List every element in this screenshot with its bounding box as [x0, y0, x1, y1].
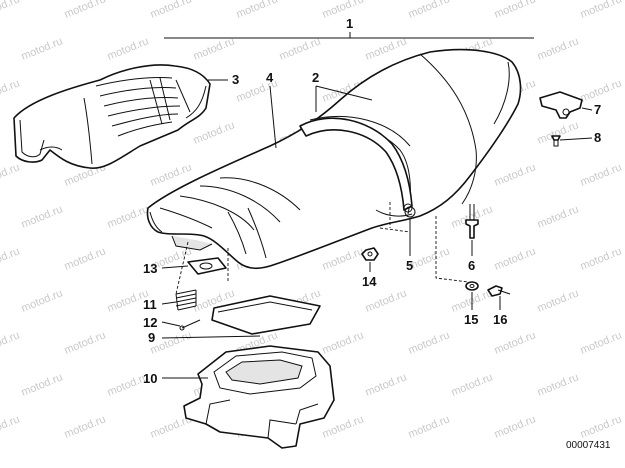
watermark-text: motod.ru	[493, 0, 538, 21]
watermark-text: motod.ru	[407, 245, 452, 272]
watermark-text: motod.ru	[536, 371, 581, 398]
watermark-text: motod.ru	[407, 413, 452, 440]
watermark-text: motod.ru	[0, 329, 21, 356]
callout-4: 4	[266, 70, 274, 85]
watermark-text: motod.ru	[0, 413, 21, 440]
watermark-text: motod.ru	[493, 329, 538, 356]
spring-part	[175, 289, 197, 311]
watermark-text: motod.ru	[235, 0, 280, 21]
watermark-text: motod.ru	[20, 287, 65, 314]
watermark-text: motod.ru	[364, 35, 409, 62]
watermark-text: motod.ru	[364, 287, 409, 314]
watermark-text: motod.ru	[579, 161, 624, 188]
seat-strap-part	[299, 117, 413, 213]
watermark-text: motod.ru	[364, 371, 409, 398]
callout-6: 6	[468, 258, 475, 273]
watermark-text: motod.ru	[579, 245, 624, 272]
watermark-text: motod.ru	[321, 245, 366, 272]
callout-5: 5	[406, 258, 413, 273]
watermark-text: motod.ru	[536, 203, 581, 230]
nut-14-part	[361, 247, 379, 261]
watermark-text: motod.ru	[63, 0, 108, 21]
watermark-text: motod.ru	[321, 329, 366, 356]
watermark-text: motod.ru	[20, 35, 65, 62]
watermark-text: motod.ru	[192, 119, 237, 146]
watermark-text: motod.ru	[579, 329, 624, 356]
seat-assembly-part	[146, 48, 522, 270]
hinge-part	[404, 206, 416, 218]
bracket-part	[539, 91, 583, 119]
storage-tray-part	[183, 345, 335, 449]
bolt-16-part	[487, 285, 511, 297]
pin-part	[179, 319, 201, 331]
watermark-text: motod.ru	[106, 35, 151, 62]
callout-11: 11	[143, 297, 157, 312]
seat-cover-part	[13, 64, 211, 169]
watermark-text: motod.ru	[536, 35, 581, 62]
watermark-text: motod.ru	[149, 329, 194, 356]
screw-8-part	[551, 135, 561, 147]
watermark-text: motod.ru	[407, 0, 452, 21]
watermark-text: motod.ru	[536, 287, 581, 314]
watermark-text: motod.ru	[63, 329, 108, 356]
watermark-text: motod.ru	[149, 0, 194, 21]
watermark-text: motod.ru	[0, 0, 21, 21]
watermark-text: motod.ru	[20, 203, 65, 230]
watermark-text: motod.ru	[321, 413, 366, 440]
callout-12: 12	[143, 315, 157, 330]
leader-lines	[161, 32, 593, 379]
watermark-text: motod.ru	[450, 371, 495, 398]
callout-1: 1	[346, 16, 353, 31]
watermark-text: motod.ru	[63, 413, 108, 440]
watermark-text: motod.ru	[579, 77, 624, 104]
callout-14: 14	[362, 274, 377, 289]
plate-part	[187, 257, 227, 275]
mat-part	[211, 295, 321, 335]
watermark-text: motod.ru	[407, 329, 452, 356]
watermark-text: motod.ru	[0, 161, 21, 188]
watermark-text: motod.ru	[278, 35, 323, 62]
document-id: 00007431	[566, 440, 611, 451]
watermark-text: motod.ru	[20, 371, 65, 398]
watermark-text: motod.ru	[493, 161, 538, 188]
watermark-text: motod.ru	[106, 203, 151, 230]
callout-16: 16	[493, 312, 507, 327]
callout-labels: 1 2 3 4 5 6 7 8 9 10 11 12 13 14 15 16	[143, 16, 601, 386]
callout-9: 9	[148, 330, 155, 345]
watermark-text: motod.ru	[321, 0, 366, 21]
watermark-text: motod.ru	[0, 245, 21, 272]
callout-13: 13	[143, 261, 157, 276]
callout-10: 10	[143, 371, 157, 386]
watermark-text: motod.ru	[493, 245, 538, 272]
callout-7: 7	[594, 102, 601, 117]
stud-part	[465, 204, 479, 239]
washer-part	[465, 281, 479, 291]
watermark-text: motod.ru	[493, 413, 538, 440]
watermark-text: motod.ru	[0, 77, 21, 104]
callout-2: 2	[312, 70, 319, 85]
callout-3: 3	[232, 72, 239, 87]
watermark-text: motod.ru	[63, 245, 108, 272]
callout-8: 8	[594, 130, 601, 145]
watermark-text: motod.ru	[579, 0, 624, 21]
watermark-text: motod.ru	[579, 413, 624, 440]
watermark-text: motod.ru	[192, 35, 237, 62]
callout-15: 15	[464, 312, 478, 327]
